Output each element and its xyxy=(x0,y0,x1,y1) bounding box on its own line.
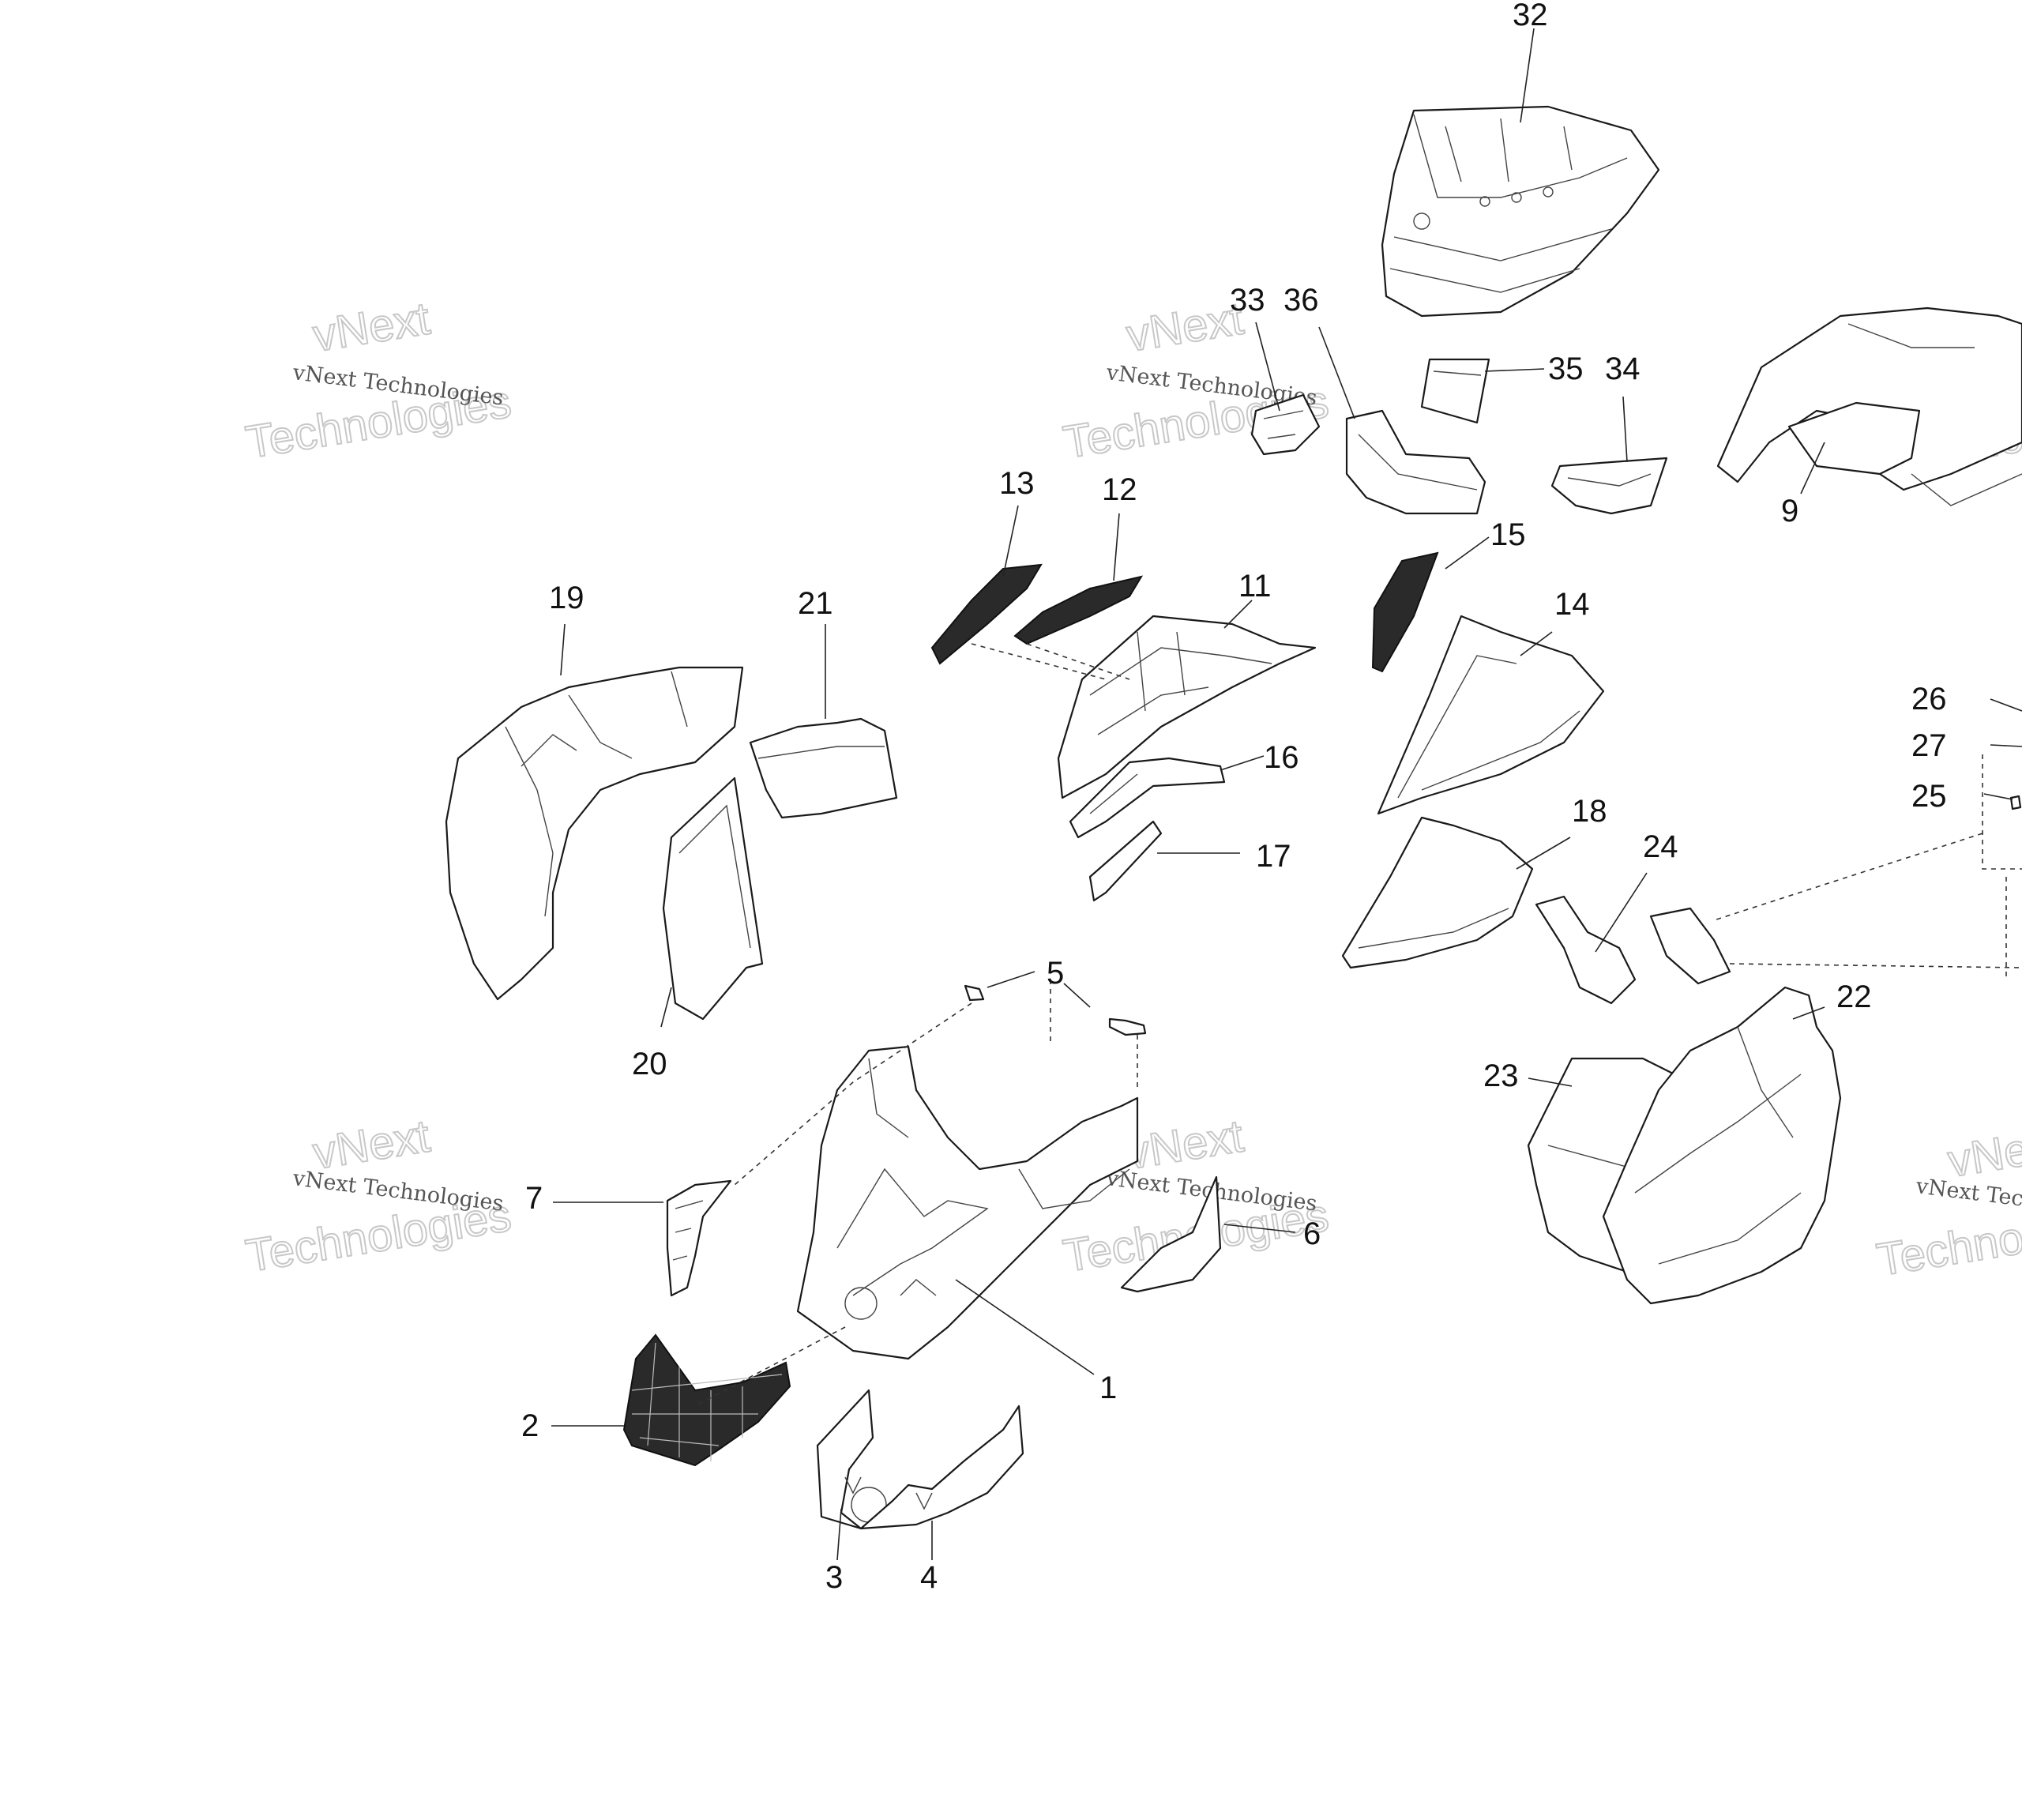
callout-17: 17 xyxy=(1256,839,1291,874)
callout-19: 19 xyxy=(549,581,584,615)
part-34-bracket xyxy=(1550,457,1668,515)
part-20-panel xyxy=(662,777,764,1021)
part-21-block xyxy=(749,717,898,819)
callout-13: 13 xyxy=(999,466,1035,501)
callout-labels: 32 33 36 35 34 9 13 12 11 15 14 16 17 18… xyxy=(521,0,1947,1595)
part-11-dash-panel xyxy=(1057,615,1317,799)
part-4-lower-trim xyxy=(859,1404,1024,1530)
leader-lines xyxy=(551,28,2022,1561)
part-18-panel xyxy=(1341,816,1534,969)
part-5-fastener-b xyxy=(1108,1017,1147,1036)
svg-text:vNext: vNext xyxy=(1945,1118,2022,1186)
part-5-fastener-a xyxy=(964,984,985,1002)
callout-27: 27 xyxy=(1911,728,1947,763)
callout-9: 9 xyxy=(1781,494,1798,528)
callout-2: 2 xyxy=(521,1408,539,1443)
part-19-side-panel xyxy=(445,666,744,1001)
callout-7: 7 xyxy=(525,1181,543,1216)
callout-5: 5 xyxy=(1047,956,1064,991)
part-24-bracket xyxy=(1535,895,1731,1005)
callout-22: 22 xyxy=(1836,980,1872,1014)
part-17-strip xyxy=(1088,820,1163,902)
callout-12: 12 xyxy=(1102,472,1137,507)
part-33-clip xyxy=(1250,393,1321,456)
part-35-block xyxy=(1420,358,1490,424)
part-1-front-hood xyxy=(796,1045,1139,1360)
watermark-bottom-right: vNext Technologies vNext Technologies xyxy=(1873,1117,2022,1286)
svg-text:vNext: vNext xyxy=(310,1110,434,1179)
part-14-side-cover xyxy=(1377,615,1605,815)
callout-15: 15 xyxy=(1490,517,1526,552)
part-25-fastener xyxy=(2009,795,2022,810)
watermark-bottom-left: vNext Technologies vNext Technologies xyxy=(242,1109,516,1282)
callout-16: 16 xyxy=(1264,740,1299,775)
callout-6: 6 xyxy=(1303,1216,1321,1251)
callout-34: 34 xyxy=(1605,352,1641,386)
callout-33: 33 xyxy=(1230,283,1265,318)
svg-text:vNext: vNext xyxy=(310,292,434,361)
part-32-nose-cone xyxy=(1381,105,1660,318)
callout-4: 4 xyxy=(920,1560,938,1595)
callout-24: 24 xyxy=(1643,829,1678,864)
part-3-lower-trim xyxy=(816,1389,887,1530)
callout-14: 14 xyxy=(1554,587,1590,622)
part-9-shroud xyxy=(1716,306,2022,506)
callout-18: 18 xyxy=(1572,794,1607,829)
callout-26: 26 xyxy=(1911,682,1947,716)
svg-text:vNext: vNext xyxy=(1123,292,1247,361)
callout-11: 11 xyxy=(1238,569,1272,604)
callout-36: 36 xyxy=(1283,283,1319,318)
part-12-grille xyxy=(1013,575,1144,645)
callout-35: 35 xyxy=(1548,352,1584,386)
callout-20: 20 xyxy=(632,1047,667,1081)
part-22-side-panel xyxy=(1602,986,1842,1305)
callout-1: 1 xyxy=(1099,1371,1117,1405)
part-15-grille xyxy=(1371,551,1439,673)
part-16-strip xyxy=(1069,757,1226,839)
svg-text:vNext: vNext xyxy=(1123,1110,1247,1179)
callout-21: 21 xyxy=(798,586,833,621)
part-13-grille xyxy=(930,563,1043,665)
callout-3: 3 xyxy=(825,1560,843,1595)
part-7-bracket xyxy=(666,1179,732,1297)
callout-32: 32 xyxy=(1513,0,1548,32)
callout-25: 25 xyxy=(1911,779,1947,814)
part-6-trim xyxy=(1120,1175,1222,1293)
part-36-pad xyxy=(1345,409,1486,515)
assembly-lines xyxy=(694,643,2022,1407)
watermark-top-left: vNext Technologies vNext Technologies xyxy=(242,291,516,468)
callout-23: 23 xyxy=(1483,1059,1519,1093)
